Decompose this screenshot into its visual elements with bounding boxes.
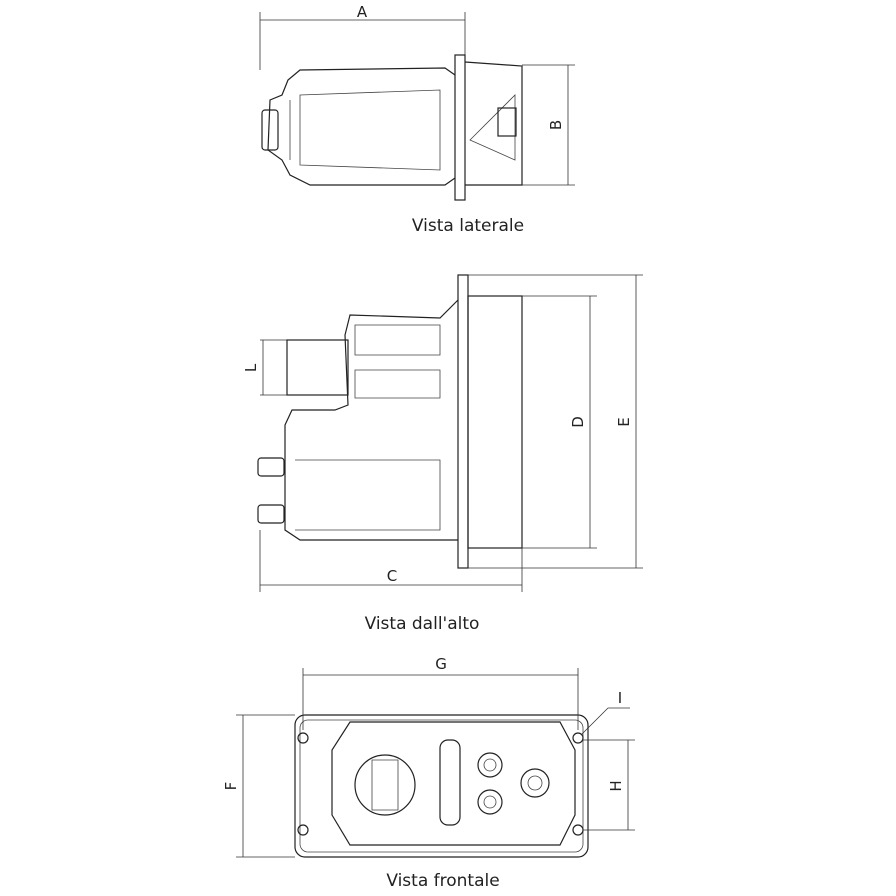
flange <box>457 274 469 569</box>
dimension-e: E <box>468 274 643 569</box>
protrusion <box>286 339 349 396</box>
dimension-l: L <box>242 339 287 396</box>
caption-front-view: Vista frontale <box>386 871 499 891</box>
dim-label-c: C <box>387 567 397 585</box>
dim-label-f: F <box>222 782 240 791</box>
dimension-h: H <box>583 739 635 831</box>
dim-label-d: D <box>569 416 587 428</box>
dim-label-l: L <box>242 363 260 372</box>
top-view: L C D E Vista dall'alto <box>242 274 643 634</box>
dim-label-h: H <box>607 780 625 791</box>
dimension-b: B <box>522 64 575 186</box>
dimension-f: F <box>222 714 295 858</box>
side-view: A B Vista laterale <box>259 3 575 236</box>
dim-label-b: B <box>547 120 565 130</box>
dimension-d: D <box>522 295 597 549</box>
front-view: G F H I Vista frontale <box>222 655 635 891</box>
dim-label-e: E <box>615 417 633 426</box>
dim-label-i: I <box>618 689 622 707</box>
dimension-a: A <box>259 3 466 70</box>
dim-label-g: G <box>435 655 447 673</box>
side-body <box>261 54 523 201</box>
dim-label-a: A <box>357 3 368 21</box>
caption-top-view: Vista dall'alto <box>365 614 480 634</box>
caption-side-view: Vista laterale <box>412 216 524 236</box>
dimension-c: C <box>259 530 523 592</box>
dimension-g: G <box>302 655 579 730</box>
dimension-i: I <box>581 689 630 735</box>
